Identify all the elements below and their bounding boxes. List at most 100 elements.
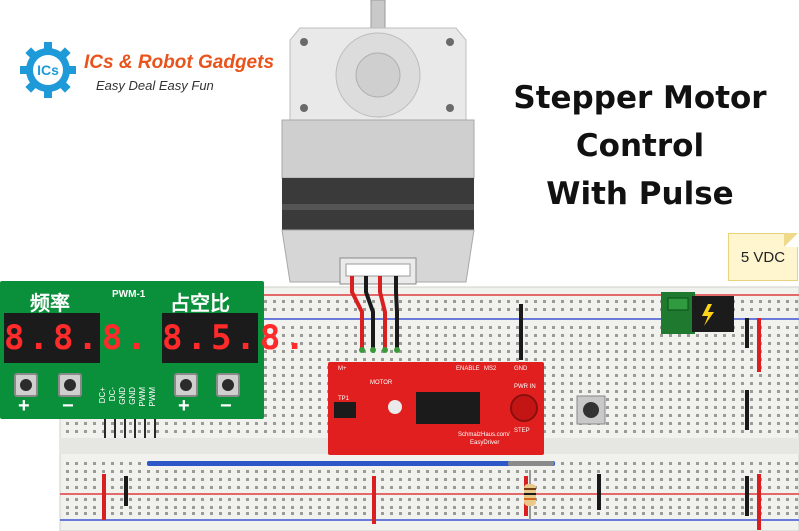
breadboard-hole — [102, 430, 105, 433]
breadboard-hole — [579, 462, 582, 465]
breadboard-hole — [84, 506, 87, 509]
breadboard-hole — [417, 498, 420, 501]
breadboard-hole — [336, 478, 339, 481]
breadboard-hole — [624, 478, 627, 481]
breadboard-hole — [615, 414, 618, 417]
breadboard-hole — [732, 406, 735, 409]
breadboard-hole — [66, 506, 69, 509]
breadboard-hole — [66, 430, 69, 433]
breadboard-hole — [705, 422, 708, 425]
breadboard-hole — [696, 512, 699, 515]
breadboard-hole — [489, 358, 492, 361]
breadboard-hole — [354, 478, 357, 481]
breadboard-hole — [660, 382, 663, 385]
breadboard-hole — [651, 300, 654, 303]
duty-plus-button[interactable] — [174, 373, 198, 397]
breadboard-hole — [660, 470, 663, 473]
breadboard-hole — [336, 300, 339, 303]
breadboard-hole — [201, 430, 204, 433]
breadboard-hole — [705, 462, 708, 465]
duty-minus-button[interactable] — [216, 373, 240, 397]
freq-minus-button[interactable] — [58, 373, 82, 397]
breadboard-hole — [471, 350, 474, 353]
breadboard-hole — [408, 350, 411, 353]
breadboard-hole — [543, 382, 546, 385]
breadboard-hole — [507, 506, 510, 509]
breadboard-hole — [768, 506, 771, 509]
breadboard-hole — [507, 300, 510, 303]
breadboard-hole — [507, 326, 510, 329]
breadboard-hole — [363, 486, 366, 489]
breadboard-hole — [777, 398, 780, 401]
breadboard-hole — [570, 382, 573, 385]
breadboard-hole — [723, 406, 726, 409]
breadboard-hole — [399, 498, 402, 501]
breadboard-hole — [687, 414, 690, 417]
breadboard-hole — [390, 498, 393, 501]
freq-display: 8.8.8. — [4, 313, 147, 363]
breadboard-hole — [795, 422, 798, 425]
stepper-motor — [281, 0, 475, 285]
breadboard-hole — [318, 374, 321, 377]
breadboard-hole — [642, 478, 645, 481]
breadboard-hole — [624, 358, 627, 361]
breadboard-hole — [624, 390, 627, 393]
breadboard-hole — [192, 430, 195, 433]
breadboard-hole — [597, 300, 600, 303]
breadboard-hole — [714, 366, 717, 369]
breadboard-hole — [723, 390, 726, 393]
freq-plus-button[interactable] — [14, 373, 38, 397]
breadboard-hole — [435, 470, 438, 473]
breadboard-hole — [291, 512, 294, 515]
breadboard-hole — [228, 506, 231, 509]
breadboard-hole — [561, 486, 564, 489]
breadboard-hole — [93, 498, 96, 501]
breadboard-hole — [246, 486, 249, 489]
breadboard-hole — [273, 342, 276, 345]
breadboard-hole — [624, 422, 627, 425]
breadboard-hole — [300, 342, 303, 345]
breadboard-hole — [777, 342, 780, 345]
breadboard-hole — [417, 326, 420, 329]
driver-potentiometer[interactable] — [510, 394, 538, 422]
push-button[interactable] — [576, 395, 606, 425]
breadboard-hole — [165, 498, 168, 501]
breadboard-hole — [795, 374, 798, 377]
breadboard-hole — [408, 300, 411, 303]
breadboard-hole — [237, 512, 240, 515]
breadboard-hole — [777, 300, 780, 303]
breadboard-hole — [687, 350, 690, 353]
breadboard-hole — [786, 498, 789, 501]
breadboard-hole — [480, 334, 483, 337]
breadboard-hole — [309, 422, 312, 425]
black-wire-upper — [519, 304, 523, 360]
breadboard-hole — [678, 512, 681, 515]
breadboard-hole — [174, 430, 177, 433]
breadboard-hole — [714, 506, 717, 509]
breadboard-hole — [651, 350, 654, 353]
breadboard-hole — [768, 470, 771, 473]
black-wire-right — [597, 474, 601, 510]
breadboard-hole — [759, 406, 762, 409]
breadboard-hole — [678, 478, 681, 481]
breadboard-hole — [750, 374, 753, 377]
breadboard-hole — [741, 342, 744, 345]
diagram-title: Stepper Motor Control With Pulse — [500, 74, 780, 218]
breadboard-hole — [156, 430, 159, 433]
breadboard-hole — [615, 506, 618, 509]
breadboard-hole — [534, 326, 537, 329]
breadboard-hole — [687, 334, 690, 337]
breadboard-hole — [723, 506, 726, 509]
breadboard-hole — [687, 506, 690, 509]
breadboard-hole — [768, 498, 771, 501]
red-wire-power-3 — [757, 474, 761, 530]
breadboard-hole — [183, 478, 186, 481]
breadboard-hole — [138, 430, 141, 433]
breadboard-hole — [615, 300, 618, 303]
breadboard-hole — [597, 326, 600, 329]
breadboard-hole — [417, 350, 420, 353]
breadboard-hole — [723, 498, 726, 501]
breadboard-hole — [345, 506, 348, 509]
breadboard-hole — [660, 498, 663, 501]
breadboard-hole — [444, 498, 447, 501]
